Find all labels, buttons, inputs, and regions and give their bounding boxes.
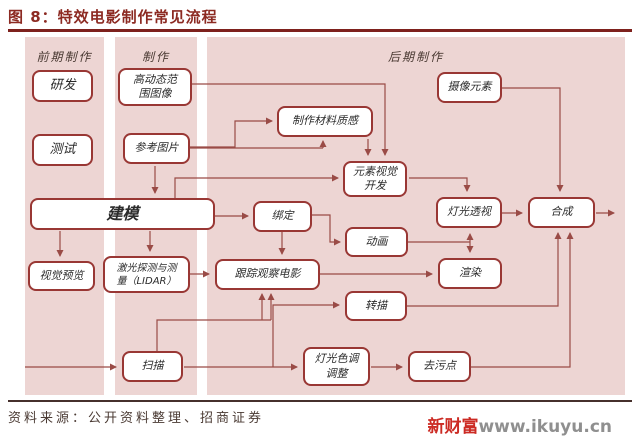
node-hdr-image: 高动态范围图像 <box>118 68 192 106</box>
node-visual-preview: 视觉预览 <box>28 261 95 291</box>
column-header-preproduction: 前期制作 <box>36 50 93 64</box>
source-note: 资料来源：公开资料整理、招商证券 <box>8 411 265 426</box>
source-divider <box>8 400 632 402</box>
watermark-brand: 新财富 <box>427 417 479 437</box>
title-divider <box>8 29 632 32</box>
node-test: 测试 <box>32 134 93 166</box>
node-lighting-perspective: 灯光透视 <box>436 197 502 228</box>
node-matchmove: 跟踪观察电影 <box>215 259 320 290</box>
node-rd: 研发 <box>32 70 93 102</box>
figure-title: 图 8：特效电影制作常见流程 <box>8 8 218 26</box>
node-rendering: 渲染 <box>438 258 502 289</box>
node-lidar: 激光探测与测量（LIDAR） <box>103 256 190 293</box>
column-header-production: 制作 <box>141 50 170 64</box>
node-scan: 扫描 <box>122 351 183 382</box>
node-modeling: 建模 <box>30 198 215 230</box>
node-despot: 去污点 <box>408 351 471 382</box>
node-light-color-adjust: 灯光色调调整 <box>303 347 370 386</box>
node-animation: 动画 <box>345 227 408 257</box>
node-rigging: 绑定 <box>253 201 312 232</box>
node-camera-elements: 摄像元素 <box>437 72 502 103</box>
node-element-visual-dev: 元素视觉开发 <box>343 161 407 197</box>
watermark: 新财富www.ikuyu.cn <box>427 412 612 437</box>
node-compositing: 合成 <box>528 197 595 228</box>
node-material-texture: 制作材料质感 <box>277 106 373 137</box>
watermark-url: www.ikuyu.cn <box>478 417 612 437</box>
node-rotoscope: 转描 <box>345 291 407 321</box>
node-reference-images: 参考图片 <box>123 133 190 164</box>
column-header-postproduction: 后期制作 <box>387 50 444 64</box>
